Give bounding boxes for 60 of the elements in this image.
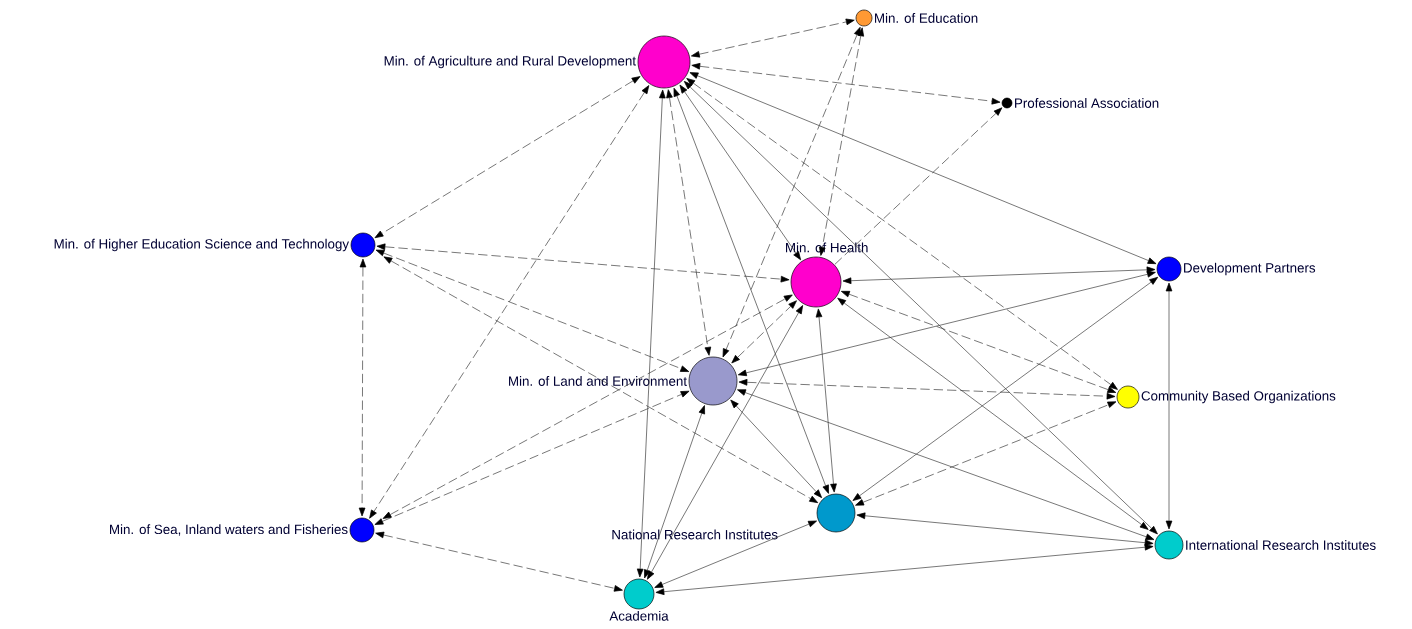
arrow xyxy=(683,81,1158,535)
node-label: Min. of Higher Education Science and Technology xyxy=(54,238,350,252)
arrow xyxy=(841,291,1117,393)
network-node: International Research Institutes xyxy=(1154,530,1376,560)
arrow xyxy=(647,305,804,580)
arrow xyxy=(374,76,641,239)
arrow xyxy=(855,401,1117,506)
arrow xyxy=(737,271,1156,377)
arrow xyxy=(686,78,1118,390)
arrow xyxy=(842,266,1156,284)
node-label: Min. of Land and Environment xyxy=(509,376,687,386)
node-label: International Research Institutes xyxy=(1186,540,1376,550)
node-label: Academia xyxy=(609,610,669,621)
network-node: Professional Association xyxy=(1001,97,1159,109)
network-node: Min. of Land and Environment xyxy=(509,356,738,406)
node-label: Development Partners xyxy=(1184,262,1316,276)
arrow xyxy=(815,308,837,493)
arrow xyxy=(644,405,705,579)
arrow xyxy=(673,87,829,494)
arrow xyxy=(636,89,666,578)
arrow xyxy=(369,85,650,519)
network-node: Community Based Organizations xyxy=(1116,385,1336,409)
arrow xyxy=(834,107,1003,265)
arrow xyxy=(375,531,623,592)
arrow xyxy=(654,520,817,588)
arrow xyxy=(837,297,1149,530)
network-node: Min. of Education xyxy=(855,9,978,27)
network-node: Development Partners xyxy=(1156,256,1316,282)
arrow xyxy=(689,72,1157,265)
arrow xyxy=(691,18,855,58)
node-label: Community Based Organizations xyxy=(1141,390,1336,404)
arrow xyxy=(1165,282,1173,530)
arrow xyxy=(358,258,367,517)
arrow xyxy=(374,390,690,525)
arrow xyxy=(382,294,793,519)
node-label: Min. of Agriculture and Rural Development xyxy=(384,55,636,69)
arrow xyxy=(679,84,801,261)
arrow xyxy=(691,63,1001,105)
arrow xyxy=(666,89,712,356)
arrow xyxy=(738,379,1116,400)
arrow xyxy=(731,300,797,364)
arrow xyxy=(856,512,1154,546)
node-label: Min. of Education xyxy=(875,13,978,23)
node-label: Professional Association xyxy=(1015,98,1159,108)
network-node: Academia xyxy=(609,578,669,621)
arrow xyxy=(655,543,1154,595)
arrow xyxy=(376,243,790,283)
node-label: National Research Institutes xyxy=(612,529,778,540)
arrow xyxy=(375,249,690,372)
arrow xyxy=(819,27,865,256)
arrow xyxy=(722,26,861,358)
arrow xyxy=(852,276,1159,501)
network-node: Min. of Higher Education Science and Technology xyxy=(54,232,376,258)
network-node: National Research Institutes xyxy=(612,493,856,540)
arrow xyxy=(383,256,819,503)
node-label: Min. of Sea, Inland waters and Fisheries xyxy=(110,524,348,536)
arrow xyxy=(737,389,1155,540)
arrow xyxy=(730,399,823,498)
network-node: Min. of Sea, Inland waters and Fisheries xyxy=(110,517,375,543)
network-node: Min. of Agriculture and Rural Development xyxy=(384,35,691,89)
